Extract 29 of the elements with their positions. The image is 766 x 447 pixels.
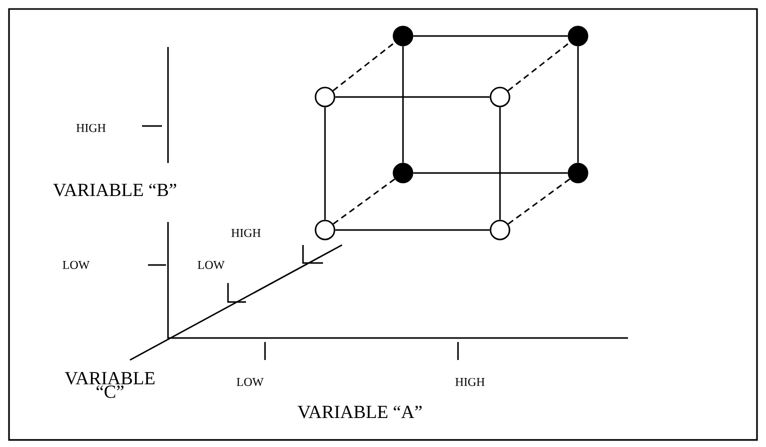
open-circle (490, 86, 510, 108)
cube-edge (324, 107, 326, 220)
axis-title: VARIABLE “A” (298, 406, 422, 418)
filled-circle (392, 26, 414, 46)
axis-level-label: HIGH (231, 228, 261, 237)
open-circle (490, 220, 510, 240)
axis-title: VARIABLE “B” (53, 184, 176, 196)
cube-edge (402, 46, 404, 163)
filled-circle (568, 26, 588, 46)
cube-edge (413, 35, 568, 37)
dashed-line (332, 178, 396, 225)
cube-edge (335, 96, 490, 98)
cube-edge (577, 46, 579, 163)
cube-edge (335, 229, 490, 231)
dashed-line (508, 178, 570, 225)
cube-edge (499, 107, 501, 220)
dashed-line (332, 42, 396, 92)
axis-level-label: HIGH (76, 124, 106, 132)
open-circle (314, 86, 336, 108)
axis-level-label: LOW (62, 260, 90, 270)
filled-circle (392, 162, 414, 184)
axis-level-label: LOW (198, 260, 225, 270)
filled-circle (568, 162, 588, 184)
open-circle (314, 220, 336, 240)
axis-level-label: LOW (236, 378, 264, 386)
axis-title: VARIABLE “C” (64, 372, 154, 398)
dashed-line (508, 42, 570, 92)
axis-level-label: HIGH (455, 378, 485, 386)
cube-edge (413, 172, 568, 174)
